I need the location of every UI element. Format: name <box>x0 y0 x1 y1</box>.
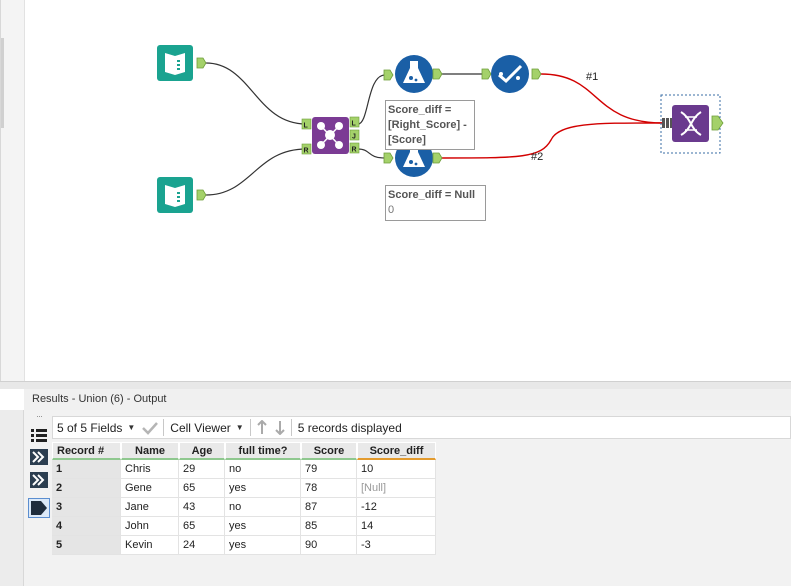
union-tool[interactable] <box>660 94 724 154</box>
results-left-strip <box>0 410 24 586</box>
connection-label-1: #1 <box>586 71 599 83</box>
cell-score[interactable]: 85 <box>301 517 357 536</box>
results-header: Results - Union (6) - Output <box>24 389 791 410</box>
output-anchor-icon[interactable] <box>28 498 50 518</box>
cell-score[interactable]: 78 <box>301 479 357 498</box>
cell-score[interactable]: 90 <box>301 536 357 555</box>
record-number[interactable]: 2 <box>52 479 121 498</box>
wire-input2-to-join <box>205 148 307 196</box>
column-header-age[interactable]: Age <box>179 442 225 460</box>
formula-bottom-value: 0 <box>388 204 395 216</box>
apply-check-icon[interactable] <box>139 417 161 438</box>
cell-age[interactable]: 65 <box>179 479 225 498</box>
cell-name[interactable]: John <box>121 517 179 536</box>
cell-score[interactable]: 79 <box>301 460 357 479</box>
table-row[interactable]: 5 Kevin 24 yes 90 -3 <box>52 536 436 555</box>
chevron-down-icon: ▼ <box>235 423 244 432</box>
formula-bottom-field: Score_diff = Null <box>388 189 476 201</box>
cell-full-time[interactable]: yes <box>225 479 301 498</box>
cell-age[interactable]: 43 <box>179 498 225 517</box>
table-row[interactable]: 1 Chris 29 no 79 10 <box>52 460 436 479</box>
input-tool-2[interactable] <box>157 177 207 213</box>
record-number[interactable]: 3 <box>52 498 121 517</box>
cell-score-diff[interactable]: -3 <box>357 536 436 555</box>
results-toolbar: 5 of 5 Fields ▼ Cell Viewer ▼ 5 records … <box>52 416 791 439</box>
record-count: 5 records displayed <box>297 420 402 435</box>
table-row[interactable]: 2 Gene 65 yes 78 [Null] <box>52 479 436 498</box>
cell-score-diff[interactable]: 14 <box>357 517 436 536</box>
cell-name[interactable]: Kevin <box>121 536 179 555</box>
wire-input1-to-join <box>205 62 307 125</box>
cell-full-time[interactable]: no <box>225 460 301 479</box>
panel-splitter[interactable] <box>0 381 791 389</box>
formula-top-field: Score_diff = <box>388 104 452 116</box>
formula-bottom-annotation[interactable]: Score_diff = Null 0 <box>385 185 486 221</box>
column-header-score-diff[interactable]: Score_diff <box>357 442 436 460</box>
list-view-icon[interactable] <box>30 427 48 443</box>
cell-age[interactable]: 29 <box>179 460 225 479</box>
canvas-left-strip <box>1 0 25 381</box>
cell-full-time[interactable]: yes <box>225 517 301 536</box>
fields-dropdown-label: 5 of 5 Fields <box>57 420 123 435</box>
cell-age[interactable]: 24 <box>179 536 225 555</box>
join-anchor-right-out: R <box>352 147 357 154</box>
fields-dropdown[interactable]: 5 of 5 Fields ▼ <box>53 417 139 438</box>
cell-name[interactable]: Chris <box>121 460 179 479</box>
cell-score-diff[interactable]: 10 <box>357 460 436 479</box>
column-header-record[interactable]: Record # <box>52 442 121 460</box>
join-anchor-left-in: L <box>304 123 309 130</box>
formula-top-expr-line1: [Right_Score] - <box>388 119 467 131</box>
wire-join-to-formula-top <box>357 74 386 125</box>
wire-join-to-formula-bottom <box>357 148 386 159</box>
results-side-toolbar: ··· <box>24 410 52 586</box>
formula-top-annotation[interactable]: Score_diff = [Right_Score] - [Score] <box>385 100 475 150</box>
wire-formula-bottom-to-union <box>440 122 664 159</box>
input-tool-1[interactable] <box>157 45 207 81</box>
table-row[interactable]: 4 John 65 yes 85 14 <box>52 517 436 536</box>
input-anchor-icon[interactable] <box>30 449 48 465</box>
cell-score[interactable]: 87 <box>301 498 357 517</box>
cell-score-diff[interactable]: -12 <box>357 498 436 517</box>
arrow-up-icon[interactable] <box>253 417 271 438</box>
cell-score-diff[interactable]: [Null] <box>357 479 436 498</box>
chevron-down-icon: ▼ <box>127 423 136 432</box>
formula-tool-top[interactable] <box>383 55 443 93</box>
join-anchor-join-out: J <box>352 134 356 141</box>
table-header-row: Record # Name Age full time? Score Score… <box>52 442 436 460</box>
record-number[interactable]: 4 <box>52 517 121 536</box>
join-tool[interactable]: L R L J R <box>301 116 360 155</box>
table-row[interactable]: 3 Jane 43 no 87 -12 <box>52 498 436 517</box>
workflow-canvas[interactable]: L R L J R <box>0 0 791 381</box>
cell-name[interactable]: Gene <box>121 479 179 498</box>
select-tool[interactable] <box>481 55 542 93</box>
cell-full-time[interactable]: no <box>225 498 301 517</box>
arrow-down-icon[interactable] <box>271 417 289 438</box>
connection-label-2: #2 <box>531 151 544 163</box>
workflow-diagram[interactable]: L R L J R <box>1 0 791 381</box>
record-number[interactable]: 5 <box>52 536 121 555</box>
column-header-full-time[interactable]: full time? <box>225 442 301 460</box>
join-anchor-left-out: L <box>352 121 357 128</box>
cell-full-time[interactable]: yes <box>225 536 301 555</box>
cell-viewer-label: Cell Viewer <box>170 420 231 435</box>
column-header-name[interactable]: Name <box>121 442 179 460</box>
grip-dots-icon: ··· <box>36 411 43 421</box>
cell-name[interactable]: Jane <box>121 498 179 517</box>
join-anchor-right-in: R <box>304 148 309 155</box>
results-table[interactable]: Record # Name Age full time? Score Score… <box>52 442 436 555</box>
formula-top-expr-line2: [Score] <box>388 134 426 146</box>
column-header-score[interactable]: Score <box>301 442 357 460</box>
cell-viewer-dropdown[interactable]: Cell Viewer ▼ <box>166 417 247 438</box>
results-grid[interactable]: Record # Name Age full time? Score Score… <box>52 440 791 586</box>
input-anchor-2-icon[interactable] <box>30 472 48 488</box>
record-number[interactable]: 1 <box>52 460 121 479</box>
cell-age[interactable]: 65 <box>179 517 225 536</box>
wire-select-to-union <box>540 73 664 124</box>
